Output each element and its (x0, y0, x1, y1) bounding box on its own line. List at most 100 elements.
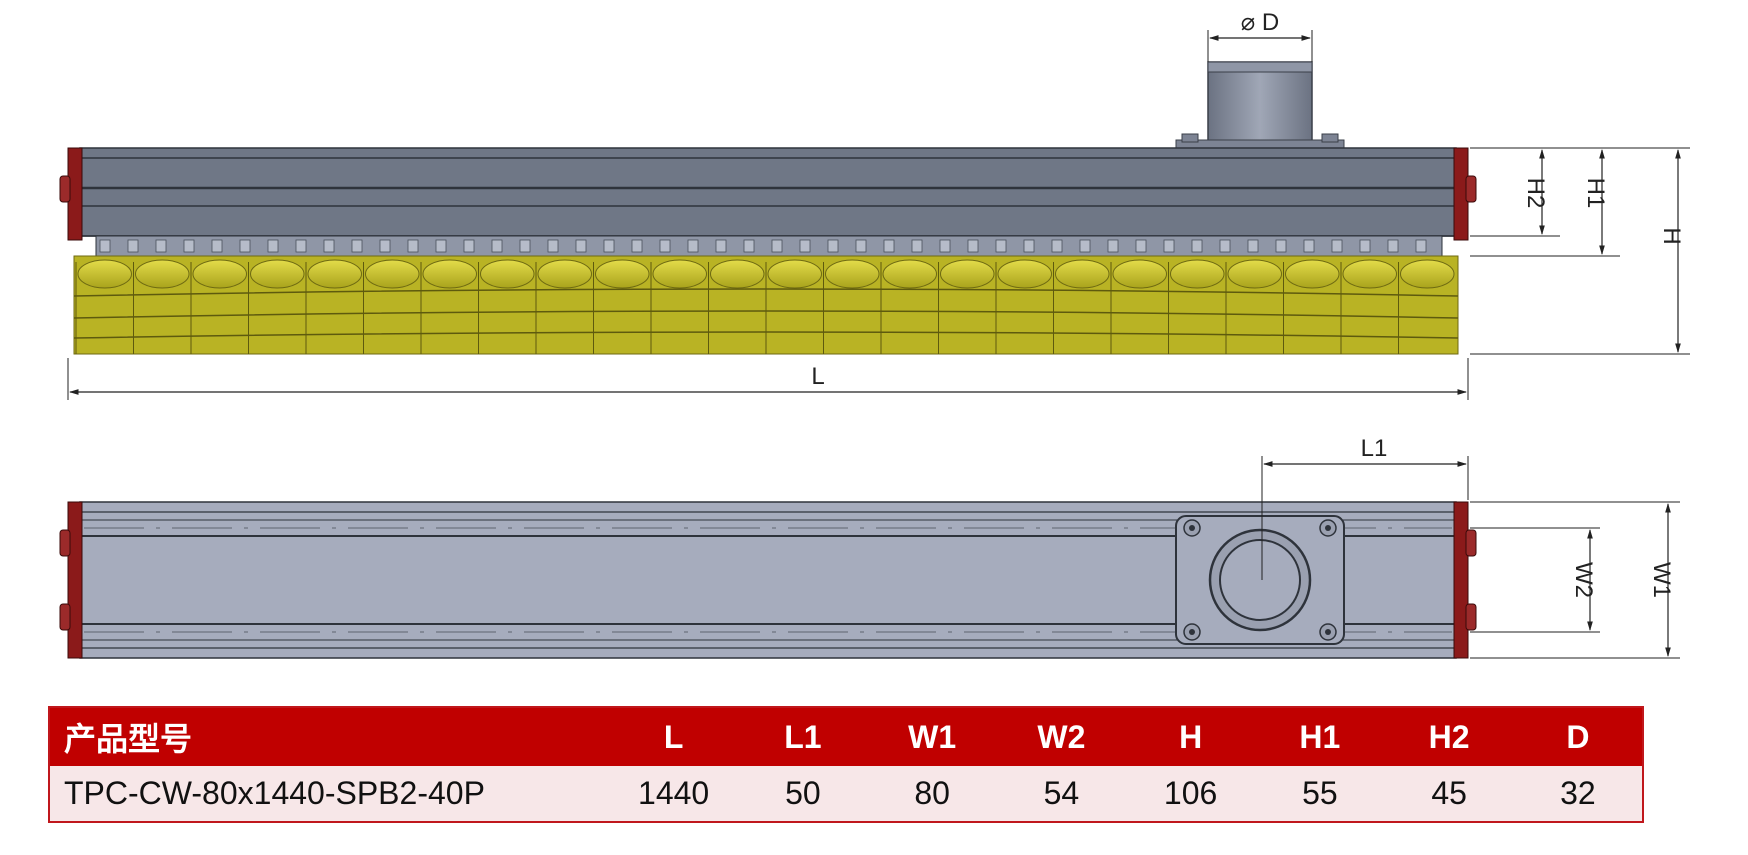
cup-clip (1079, 239, 1091, 253)
cup-clip (323, 239, 335, 253)
end-cap-top-left (59, 501, 83, 659)
cup-clip (967, 239, 979, 253)
cup-clip (127, 239, 139, 253)
dimension-l-label: L (811, 363, 824, 390)
cup-clip (463, 239, 475, 253)
cell-h2: 45 (1384, 766, 1514, 822)
header-w1: W1 (867, 707, 997, 766)
spec-table: 产品型号 L L1 W1 W2 H H1 H2 D TPC-CW-80x1440… (48, 706, 1644, 823)
cup-clip (883, 239, 895, 253)
inlet-flange-top (1175, 515, 1345, 645)
cup-clip (211, 239, 223, 253)
cell-d: 32 (1513, 766, 1643, 822)
dimension-h2-label: H2 (1522, 178, 1549, 209)
end-cap-right (1453, 147, 1477, 241)
cup-clip (1415, 239, 1427, 253)
suction-cup (480, 259, 535, 289)
cup-clip (379, 239, 391, 253)
cup-clip (183, 239, 195, 253)
header-l: L (609, 707, 739, 766)
cell-w1: 80 (867, 766, 997, 822)
suction-cup (1170, 259, 1225, 289)
cup-clip (1275, 239, 1287, 253)
cell-h1: 55 (1255, 766, 1385, 822)
vacuum-inlet-pipe (1175, 61, 1345, 149)
end-cap-left (59, 147, 83, 241)
cup-clip (1331, 239, 1343, 253)
suction-cup (940, 259, 995, 289)
cup-clip (603, 239, 615, 253)
cell-l: 1440 (609, 766, 739, 822)
suction-cup-row (73, 255, 1459, 355)
suction-cup (1285, 259, 1340, 289)
header-h: H (1126, 707, 1256, 766)
cup-clip (239, 239, 251, 253)
cell-h: 106 (1126, 766, 1256, 822)
cup-clip (1051, 239, 1063, 253)
suction-cup (1400, 259, 1455, 289)
cup-clip (295, 239, 307, 253)
cup-clip (1163, 239, 1175, 253)
dimension-l1-label: L1 (1361, 435, 1388, 462)
table-row: TPC-CW-80x1440-SPB2-40P 1440 50 80 54 10… (49, 766, 1643, 822)
cup-clip (435, 239, 447, 253)
cup-clip (407, 239, 419, 253)
suction-cup (307, 259, 362, 289)
suction-cup (537, 259, 592, 289)
suction-cup (710, 259, 765, 289)
suction-cup (1342, 259, 1397, 289)
cup-clip (351, 239, 363, 253)
cup-clip (687, 239, 699, 253)
cup-clip (995, 239, 1007, 253)
dimension-w1-label: W1 (1648, 562, 1675, 598)
dimension-l: L (67, 358, 1469, 400)
dimension-l1: L1 (1261, 435, 1469, 580)
cup-clip (155, 239, 167, 253)
header-l1: L1 (738, 707, 868, 766)
suction-cup (192, 259, 247, 289)
suction-cup (652, 259, 707, 289)
suction-cup (767, 259, 822, 289)
cup-clip (267, 239, 279, 253)
top-view: L1 W2 W1 (59, 435, 1680, 659)
cup-clip (659, 239, 671, 253)
cup-clip (1359, 239, 1371, 253)
cup-clip (1023, 239, 1035, 253)
header-d: D (1513, 707, 1643, 766)
side-view: L ⌀ D H2 H1 H (59, 9, 1690, 400)
cell-model: TPC-CW-80x1440-SPB2-40P (49, 766, 609, 822)
dimension-heights: H2 H1 H (1470, 147, 1690, 355)
cell-w2: 54 (996, 766, 1126, 822)
cup-clip (911, 239, 923, 253)
cup-clip (575, 239, 587, 253)
cup-clip (1107, 239, 1119, 253)
cell-l1: 50 (738, 766, 868, 822)
suction-cup (1227, 259, 1282, 289)
suction-cup (422, 259, 477, 289)
suction-cup (1055, 259, 1110, 289)
cup-clip (743, 239, 755, 253)
cup-clip (99, 239, 111, 253)
dimension-widths: W2 W1 (1470, 501, 1680, 659)
suction-cup (365, 259, 420, 289)
cup-clip (771, 239, 783, 253)
suction-cup (882, 259, 937, 289)
cup-clip (1387, 239, 1399, 253)
dimension-h-label: H (1658, 227, 1685, 244)
cup-clip (1135, 239, 1147, 253)
cup-clip (631, 239, 643, 253)
header-w2: W2 (996, 707, 1126, 766)
header-model: 产品型号 (49, 707, 609, 766)
dimension-h1-label: H1 (1582, 178, 1609, 209)
cup-clip (715, 239, 727, 253)
cup-clip (491, 239, 503, 253)
cup-clip (547, 239, 559, 253)
dimension-w2-label: W2 (1570, 562, 1597, 598)
cup-clip (1219, 239, 1231, 253)
suction-cup (1112, 259, 1167, 289)
suction-cup (997, 259, 1052, 289)
cup-clip (1191, 239, 1203, 253)
cup-clip (1303, 239, 1315, 253)
dimension-d-label: ⌀ D (1241, 9, 1279, 36)
technical-drawing: L ⌀ D H2 H1 H (59, 9, 1690, 659)
